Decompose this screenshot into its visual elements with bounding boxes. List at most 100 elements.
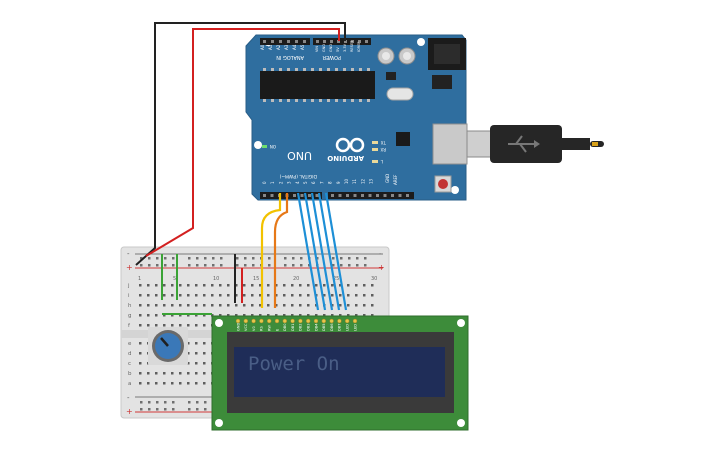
power-pin-label: 3.3V: [343, 43, 347, 52]
digital-pin[interactable]: [361, 194, 364, 197]
lcd-pin[interactable]: [266, 318, 272, 324]
terminal-hole: [259, 304, 262, 307]
terminal-hole: [323, 294, 326, 297]
lcd-pin[interactable]: [259, 318, 264, 324]
lcd-pin[interactable]: [290, 318, 295, 324]
analog-pin-label: A4: [292, 44, 297, 50]
power-pin[interactable]: [330, 40, 333, 43]
lcd-pin[interactable]: [344, 318, 350, 324]
lcd-pin[interactable]: [235, 318, 241, 324]
wire-yellow[interactable]: [260, 193, 282, 308]
rail-hole: [140, 401, 143, 404]
rail-hole: [196, 408, 199, 411]
terminal-hole: [211, 314, 214, 317]
terminal-hole: [267, 304, 270, 307]
terminal-hole: [155, 294, 158, 297]
digital-pin[interactable]: [270, 194, 274, 197]
digital-pin[interactable]: [300, 194, 304, 197]
terminal-hole: [187, 314, 190, 317]
rail-hole: [252, 257, 255, 260]
l-led: [372, 160, 378, 163]
rail-hole: [244, 264, 247, 267]
rail-hole: [364, 264, 367, 267]
terminal-hole: [147, 382, 150, 385]
lcd-pin[interactable]: [329, 318, 334, 324]
terminal-hole: [139, 304, 142, 307]
row-letter-a: a: [128, 381, 131, 387]
digital-pin[interactable]: [383, 194, 387, 197]
digital-pin[interactable]: [308, 194, 311, 197]
chip-pin: [311, 68, 314, 71]
digital-pin[interactable]: [263, 194, 266, 197]
lcd-pin[interactable]: [282, 318, 288, 324]
reset-button[interactable]: [438, 179, 448, 189]
analog-pin[interactable]: [279, 40, 282, 43]
digital-pin[interactable]: [398, 194, 402, 197]
digital-pin[interactable]: [376, 194, 379, 197]
lcd-pin[interactable]: [321, 318, 327, 324]
power-pin[interactable]: [337, 40, 340, 43]
terminal-hole: [147, 284, 150, 287]
analog-pin[interactable]: [303, 40, 306, 43]
lcd-pin[interactable]: [243, 318, 249, 324]
lcd-pin-label: RS: [260, 326, 264, 331]
lcd-pin[interactable]: [305, 318, 311, 324]
power-pin[interactable]: [351, 40, 354, 43]
wire-5v-red[interactable]: [145, 28, 340, 257]
lcd-pin[interactable]: [298, 318, 303, 324]
terminal-hole: [275, 314, 278, 317]
chip-pin: [279, 99, 282, 102]
digital-pin[interactable]: [315, 194, 319, 197]
power-pin[interactable]: [316, 40, 319, 43]
digital-pin[interactable]: [391, 194, 394, 197]
digital-pin[interactable]: [406, 194, 409, 197]
wire-blue-1[interactable]: [296, 192, 320, 311]
power-pin[interactable]: [323, 40, 326, 43]
logo-right-loop: [335, 137, 351, 153]
wire-orange[interactable]: [273, 193, 289, 308]
terminal-hole: [347, 304, 350, 307]
lcd-pin[interactable]: [352, 318, 358, 324]
terminal-hole: [139, 352, 142, 355]
chip-pin: [351, 99, 354, 102]
digital-pin[interactable]: [353, 194, 357, 197]
lcd-pin[interactable]: [274, 318, 280, 324]
analog-pin[interactable]: [295, 40, 298, 43]
lcd-pin[interactable]: [251, 318, 256, 324]
chip-pin: [343, 68, 346, 71]
wire-blue-3[interactable]: [310, 192, 334, 311]
col-number-15: 15: [253, 276, 259, 282]
rail-hole: [172, 408, 175, 411]
digital-pin[interactable]: [338, 194, 342, 197]
digital-pin[interactable]: [346, 194, 349, 197]
power-pin[interactable]: [344, 40, 347, 43]
wires[interactable]: [135, 22, 348, 315]
power-pin[interactable]: [358, 40, 361, 43]
rail-hole: [140, 257, 143, 260]
rail-hole: [244, 257, 247, 260]
potentiometer[interactable]: [148, 327, 188, 365]
terminal-hole: [187, 304, 190, 307]
terminal-hole: [203, 314, 206, 317]
analog-pin[interactable]: [287, 40, 290, 43]
terminal-hole: [203, 324, 206, 327]
analog-pin[interactable]: [263, 40, 266, 43]
wire-blue-5[interactable]: [324, 192, 348, 311]
lcd-display-text: Power On: [248, 353, 340, 375]
wire-blue-4[interactable]: [317, 192, 341, 311]
analog-pin[interactable]: [271, 40, 274, 43]
terminal-hole: [155, 324, 158, 327]
digital-pin[interactable]: [293, 194, 296, 197]
terminal-hole: [187, 284, 190, 287]
lcd-pin[interactable]: [313, 318, 319, 324]
wire-blue-2[interactable]: [303, 192, 327, 311]
digital-pin[interactable]: [331, 194, 334, 197]
power-pin[interactable]: [365, 40, 368, 43]
usb-cable[interactable]: [466, 125, 604, 163]
lcd-pin[interactable]: [337, 318, 342, 324]
atmega-chip: [260, 71, 375, 99]
digital-pin[interactable]: [368, 194, 372, 197]
